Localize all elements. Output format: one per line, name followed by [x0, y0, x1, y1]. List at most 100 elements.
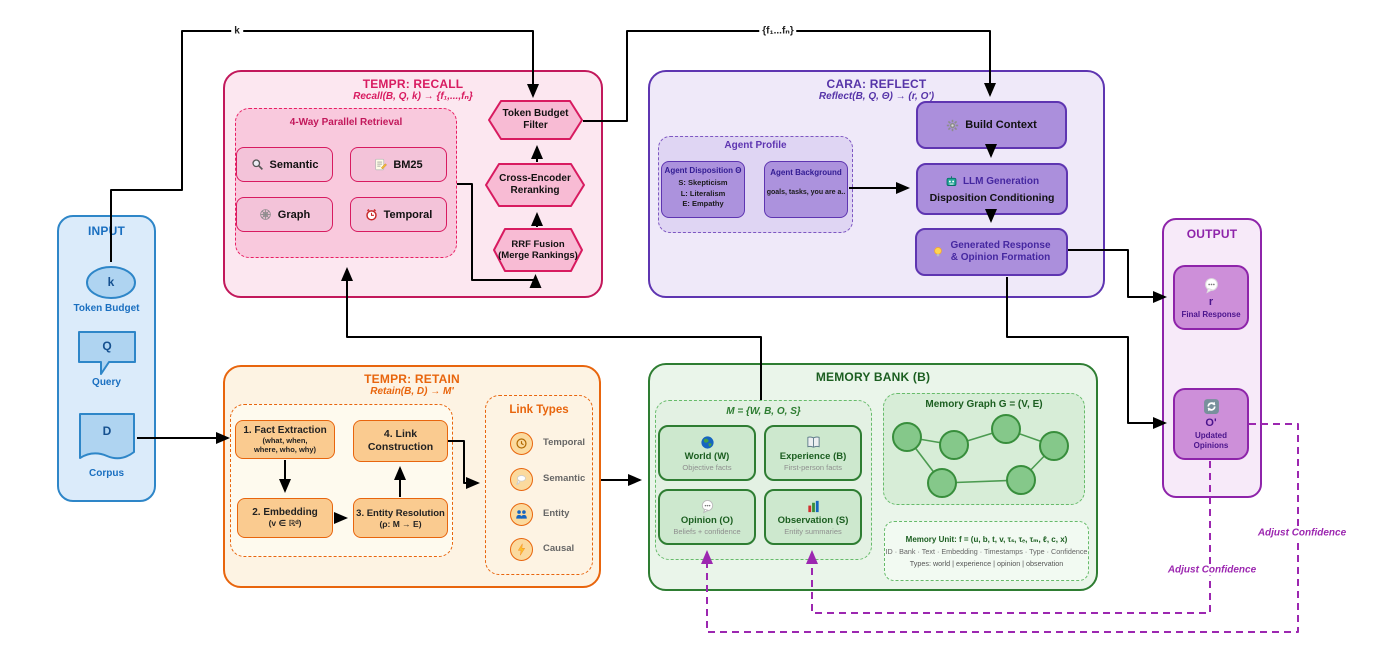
web-icon: [260, 209, 271, 220]
corpus-symbol: D: [102, 424, 112, 438]
link-type-temporal-label: Temporal: [543, 437, 586, 448]
token-budget-filter-stage[interactable]: Token Budget Filter: [488, 100, 583, 140]
build-context-box[interactable]: Build Context: [916, 101, 1067, 149]
fact-extraction-sub: (what, when, where, who, why): [253, 435, 317, 454]
observation-sub: Entity summaries: [784, 526, 842, 536]
corpus-label: Corpus: [89, 468, 124, 479]
retrieval-graph-label: Graph: [277, 208, 311, 221]
memory-graph-title: Memory Graph G = (V, E): [925, 399, 1043, 410]
clock-icon: [516, 438, 527, 449]
final-response-card[interactable]: r Final Response: [1173, 265, 1249, 330]
link-construction-box[interactable]: 4. Link Construction: [353, 420, 448, 462]
chart-icon: [807, 500, 819, 512]
agent-profile-title: Agent Profile: [724, 140, 787, 151]
opinion-title: Opinion (O): [680, 514, 734, 526]
retrieval-semantic[interactable]: Semantic: [236, 147, 333, 182]
opinion-card[interactable]: Opinion (O) Beliefs + confidence: [658, 489, 756, 545]
retrieval-group[interactable]: [235, 108, 457, 258]
link-types-title: Link Types: [509, 404, 569, 416]
output-title: OUTPUT: [1186, 227, 1238, 241]
link-types-group[interactable]: [485, 395, 593, 575]
final-response-symbol: r: [1208, 295, 1214, 308]
link-type-entity-label: Entity: [543, 508, 570, 519]
cross-encoder-stage[interactable]: Cross-Encoder Reranking: [485, 163, 585, 207]
fact-extraction-box[interactable]: 1. Fact Extraction (what, when, where, w…: [235, 420, 335, 459]
book-icon: [806, 436, 820, 448]
memory-set-label: M = {W, B, O, S}: [726, 406, 801, 417]
link-type-semantic[interactable]: [510, 468, 533, 491]
observation-card[interactable]: Observation (S) Entity summaries: [764, 489, 862, 545]
updated-opinions-label: Updated Opinions: [1193, 430, 1229, 450]
link-construction-title: 4. Link Construction: [367, 427, 434, 453]
k-edge-label: k: [231, 25, 243, 37]
query-symbol: Q: [102, 339, 112, 353]
thought-icon: [516, 475, 526, 486]
embedding-sub: (v ∈ ℝᵈ): [268, 518, 302, 528]
retrieval-bm25-label: BM25: [393, 158, 423, 171]
search-icon: [251, 159, 263, 170]
generated-response-box[interactable]: Generated Response & Opinion Formation: [915, 228, 1068, 276]
link-type-causal[interactable]: [510, 538, 533, 561]
rrf-fusion-stage[interactable]: RRF Fusion (Merge Rankings): [493, 228, 583, 272]
entity-resolution-title: 3. Entity Resolution: [356, 507, 445, 519]
embedding-box[interactable]: 2. Embedding (v ∈ ℝᵈ): [237, 498, 333, 538]
rrf-fusion-label: RRF Fusion (Merge Rankings): [498, 238, 578, 261]
bulb-icon: [934, 247, 943, 257]
agent-background-box[interactable]: Agent Background goals, tasks, you are a…: [764, 161, 848, 218]
world-card[interactable]: World (W) Objective facts: [658, 425, 756, 481]
retrieval-group-title: 4-Way Parallel Retrieval: [289, 117, 403, 128]
opinion-sub: Beliefs + confidence: [673, 526, 741, 536]
updated-opinions-card[interactable]: O' Updated Opinions: [1173, 388, 1249, 460]
gear-icon: [947, 119, 959, 131]
memory-graph-node: [1039, 431, 1069, 461]
memory-unit-formula: Memory Unit: f = (u, b, t, v, τₛ, τₑ, τₘ…: [905, 534, 1068, 544]
memory-graph-node: [927, 468, 957, 498]
refresh-icon: [1203, 398, 1219, 414]
robot-icon: [946, 175, 957, 186]
retain-title: TEMPR: RETAIN: [364, 372, 460, 386]
disposition-conditioning-label: Disposition Conditioning: [929, 191, 1055, 204]
memory-graph-node: [939, 430, 969, 460]
recall-title: TEMPR: RECALL: [362, 77, 464, 91]
people-icon: [516, 510, 527, 519]
fact-extraction-title: 1. Fact Extraction: [243, 424, 327, 436]
memory-unit-types: Types: world | experience | opinion | ob…: [909, 558, 1064, 568]
llm-generation-box[interactable]: LLM Generation Disposition Conditioning: [916, 163, 1068, 215]
entity-resolution-sub: (ρ: M → E): [379, 518, 422, 529]
retrieval-graph[interactable]: Graph: [236, 197, 333, 232]
input-title: INPUT: [88, 224, 125, 238]
embedding-title: 2. Embedding: [252, 507, 318, 518]
memory-graph: [892, 414, 1069, 498]
link-type-semantic-label: Semantic: [543, 473, 586, 484]
corpus-node[interactable]: D: [78, 412, 136, 464]
world-sub: Objective facts: [682, 462, 732, 472]
retrieval-bm25[interactable]: BM25: [350, 147, 447, 182]
token-budget-filter-label: Token Budget Filter: [502, 108, 569, 131]
speech-icon: [701, 499, 713, 514]
document-shape: [79, 413, 135, 460]
query-node[interactable]: Q: [77, 330, 137, 376]
link-type-temporal[interactable]: [510, 432, 533, 455]
token-budget-symbol: k: [107, 275, 115, 289]
speech-icon: [1204, 277, 1218, 293]
retrieval-temporal-label: Temporal: [383, 208, 433, 221]
ellipse-shape: [86, 266, 136, 299]
observation-title: Observation (S): [777, 514, 849, 526]
callout-shape: [78, 331, 136, 375]
memo-icon: [375, 158, 388, 171]
entity-resolution-box[interactable]: 3. Entity Resolution (ρ: M → E): [353, 498, 448, 538]
retrieval-temporal[interactable]: Temporal: [350, 197, 447, 232]
agent-disposition-box[interactable]: Agent Disposition Θ S: Skepticism L: Lit…: [661, 161, 745, 218]
memory-unit-box[interactable]: Memory Unit: f = (u, b, t, v, τₛ, τₑ, τₘ…: [884, 521, 1089, 581]
memory-graph-node: [991, 414, 1021, 444]
agent-disposition-title: Agent Disposition Θ: [664, 166, 742, 175]
link-type-entity[interactable]: [510, 503, 533, 526]
llm-generation-heading: LLM Generation: [962, 175, 1040, 187]
token-budget-node[interactable]: k: [86, 266, 136, 299]
experience-card[interactable]: Experience (B) First-person facts: [764, 425, 862, 481]
final-response-label: Final Response: [1181, 309, 1241, 319]
experience-sub: First-person facts: [784, 462, 842, 472]
facts-edge-label: {f₁...fₙ}: [759, 25, 797, 37]
cross-encoder-label: Cross-Encoder Reranking: [499, 173, 571, 196]
